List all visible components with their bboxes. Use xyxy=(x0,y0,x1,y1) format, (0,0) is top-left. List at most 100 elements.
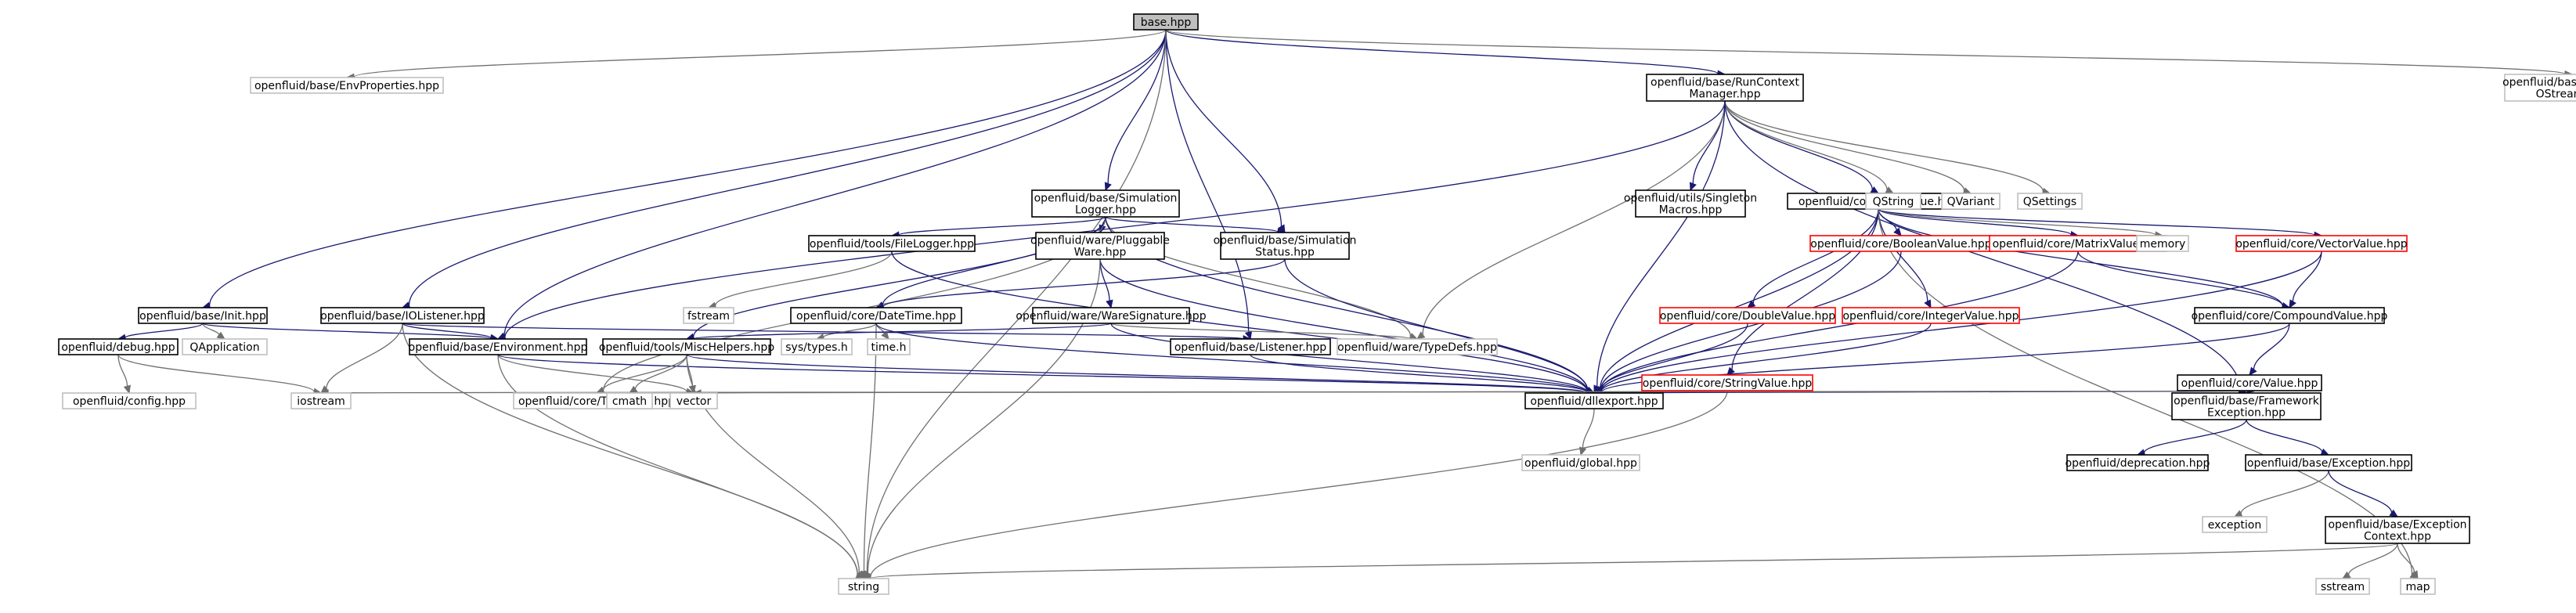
edge-mischelpers-to-dllexport xyxy=(686,354,1596,397)
node-qvariant: QVariant xyxy=(1941,193,2001,210)
node-label: openfluid/deprecation.hpp xyxy=(2065,457,2210,470)
node-label: openfluid/core/VectorValue.hpp xyxy=(2235,238,2407,251)
node-box xyxy=(1170,338,1331,355)
node-box xyxy=(790,307,962,324)
node-label: iostream xyxy=(297,395,345,408)
edge-base-to-stdout xyxy=(1165,29,2574,78)
node-box xyxy=(1842,307,2020,324)
node-label: Ware.hpp xyxy=(1074,247,1127,259)
node-box xyxy=(320,307,485,324)
node-box xyxy=(606,392,653,409)
node-label: string xyxy=(848,581,879,593)
node-box xyxy=(2171,392,2322,420)
node-listener[interactable]: openfluid/base/Listener.hpp xyxy=(1170,338,1331,355)
node-qsettings: QSettings xyxy=(2017,193,2083,210)
node-label: QString xyxy=(1873,196,1914,208)
edge-base-to-simlogger xyxy=(1104,29,1167,192)
node-base[interactable]: base.hpp xyxy=(1133,13,1199,31)
edge-base-to-init xyxy=(201,29,1167,309)
node-label: openfluid/base/Environment.hpp xyxy=(409,341,588,354)
node-label: openfluid/ware/WareSignature.hpp xyxy=(1016,310,1206,323)
node-box xyxy=(867,338,911,355)
node-label: Context.hpp xyxy=(2364,531,2431,543)
node-box xyxy=(250,77,444,94)
node-intval[interactable]: openfluid/core/IntegerValue.hpp xyxy=(1842,307,2020,324)
node-stringval[interactable]: openfluid/core/StringValue.hpp xyxy=(1641,374,1813,391)
edge-fwexception-to-exception_hpp xyxy=(2246,419,2330,456)
node-label: sys/types.h xyxy=(785,341,847,354)
edge-init-to-debug xyxy=(117,323,204,341)
node-datetime[interactable]: openfluid/core/DateTime.hpp xyxy=(790,307,962,324)
node-compound[interactable]: openfluid/core/CompoundValue.hpp xyxy=(2192,307,2388,324)
node-mischelpers[interactable]: openfluid/tools/MiscHelpers.hpp xyxy=(599,338,774,355)
node-iolistener[interactable]: openfluid/base/IOListener.hpp xyxy=(320,307,485,324)
edge-base-to-envprops xyxy=(345,29,1167,81)
node-box xyxy=(602,338,771,355)
node-boolval[interactable]: openfluid/core/BooleanValue.hpp xyxy=(1809,235,1993,252)
node-label: vector xyxy=(676,395,712,408)
node-label: openfluid/base/Listener.hpp xyxy=(1174,341,1326,354)
edge-datetime-to-string xyxy=(860,323,877,580)
node-label: openfluid/dllexport.hpp xyxy=(1530,395,1658,408)
edge-mapvalue-to-intval xyxy=(1878,208,1932,309)
node-debug[interactable]: openfluid/debug.hpp xyxy=(58,338,179,355)
edge-base-to-listener xyxy=(1165,29,1253,341)
node-label: QSettings xyxy=(2023,196,2076,208)
node-systypes: sys/types.h xyxy=(781,338,853,355)
edge-exccontext-to-sstream xyxy=(2341,543,2398,579)
node-label: openfluid/ware/TypeDefs.hpp xyxy=(1337,341,1497,354)
node-dllexport[interactable]: openfluid/dllexport.hpp xyxy=(1524,392,1664,409)
node-box xyxy=(58,338,179,355)
node-box xyxy=(1641,374,1813,391)
node-label: openfluid/base/Simulation xyxy=(1214,235,1357,247)
node-label: openfluid/global.hpp xyxy=(1524,457,1637,470)
edge-mapvalue-to-vectorval xyxy=(1878,208,2323,240)
node-label: time.h xyxy=(871,341,907,354)
edge-environment-to-string xyxy=(497,354,865,579)
node-environment[interactable]: openfluid/base/Environment.hpp xyxy=(409,338,588,355)
node-filelogger[interactable]: openfluid/tools/FileLogger.hpp xyxy=(808,235,976,252)
node-exception: exception xyxy=(2202,516,2268,533)
node-label: Logger.hpp xyxy=(1075,204,1136,217)
node-init[interactable]: openfluid/base/Init.hpp xyxy=(138,307,268,324)
node-deprecation[interactable]: openfluid/deprecation.hpp xyxy=(2065,454,2210,471)
node-label: exception xyxy=(2208,519,2261,532)
node-box xyxy=(683,307,734,324)
node-label: openfluid/base/Framework xyxy=(2174,395,2320,408)
node-config: openfluid/config.hpp xyxy=(62,392,197,409)
node-box xyxy=(290,392,352,409)
node-box xyxy=(2177,374,2322,391)
node-label: sstream xyxy=(2321,581,2365,593)
node-box xyxy=(2017,193,2083,210)
node-box xyxy=(138,307,268,324)
node-label: QApplication xyxy=(189,341,259,354)
node-iostream: iostream xyxy=(290,392,352,409)
node-qstring: QString xyxy=(1865,193,1921,210)
node-value[interactable]: openfluid/core/Value.hpp xyxy=(2177,374,2322,391)
node-memory: memory xyxy=(2136,235,2189,252)
edge-filelogger-to-fstream xyxy=(707,251,893,309)
node-box xyxy=(1659,307,1836,324)
node-exception_hpp[interactable]: openfluid/base/Exception.hpp xyxy=(2245,454,2412,471)
node-waresig[interactable]: openfluid/ware/WareSignature.hpp xyxy=(1016,307,1207,324)
node-doubleval[interactable]: openfluid/core/DoubleValue.hpp xyxy=(1659,307,1836,324)
node-label: openfluid/core/CompoundValue.hpp xyxy=(2192,310,2388,323)
edge-debug-to-iostream xyxy=(117,354,323,395)
node-box xyxy=(1032,307,1190,324)
node-timeh: time.h xyxy=(867,338,911,355)
node-vectorval[interactable]: openfluid/core/VectorValue.hpp xyxy=(2235,235,2408,252)
edge-debug-to-config xyxy=(117,354,131,395)
edge-mapvalue-to-doubleval xyxy=(1747,208,1879,308)
edge-runctx-to-qvariant xyxy=(1724,100,1972,195)
edge-simstatus-to-datetime xyxy=(875,258,1286,311)
node-box xyxy=(838,578,889,595)
edge-mischelpers-to-string xyxy=(686,354,864,579)
